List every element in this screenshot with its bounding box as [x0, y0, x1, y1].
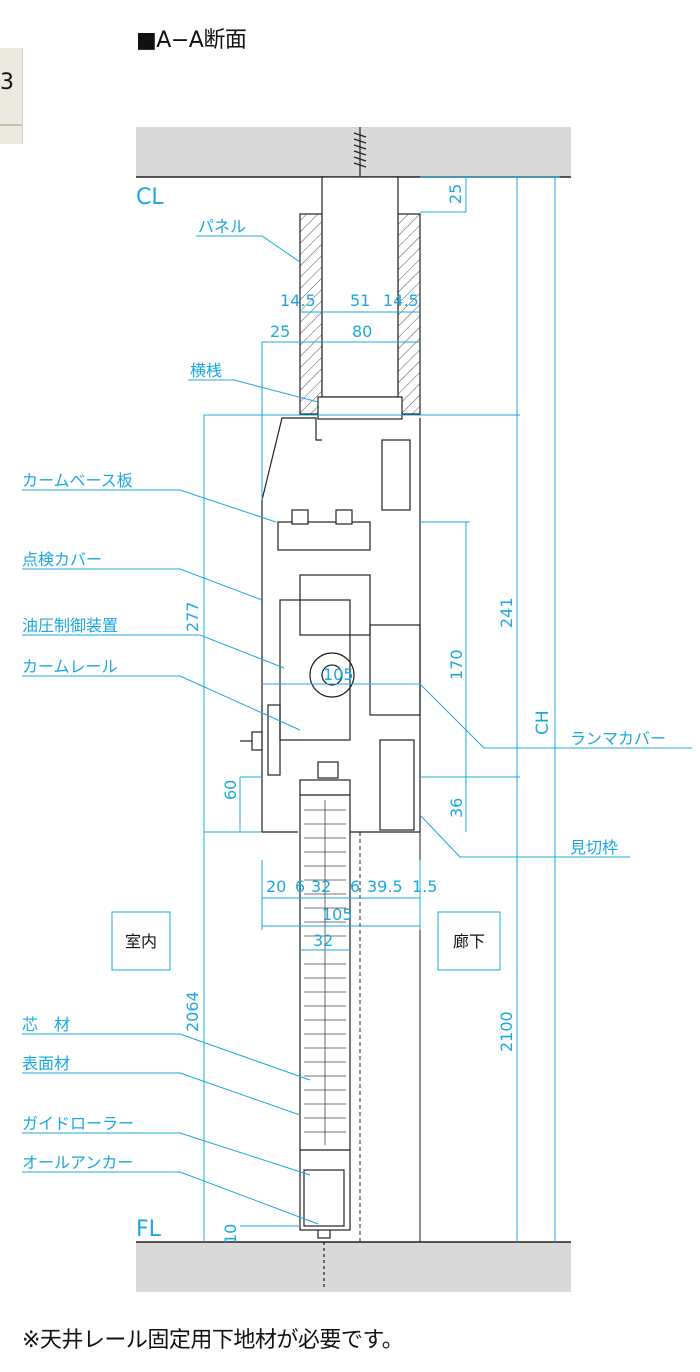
- floor-slab: [136, 1242, 571, 1292]
- ceiling-slab: [136, 127, 571, 177]
- dim-10: 10: [221, 1224, 240, 1244]
- sidebar-tab-line: [0, 124, 22, 126]
- dim-60: 60: [221, 780, 240, 800]
- dim-row-6b: 6: [350, 877, 360, 896]
- dim-25-mid: 25: [270, 322, 290, 341]
- dim-row-6a: 6: [295, 877, 305, 896]
- dim-row-32: 32: [311, 877, 331, 896]
- dim-170: 170: [447, 649, 466, 680]
- dim-32-low: 32: [313, 931, 333, 950]
- ceiling-level-label: CL: [136, 185, 164, 210]
- dim-row-1-5: 1.5: [412, 877, 437, 896]
- callout-panel: パネル: [198, 217, 246, 236]
- room-corridor-label: 廊下: [453, 932, 485, 951]
- dim-25-top: 25: [446, 184, 465, 204]
- door-leaf-core-grid: [304, 800, 346, 1145]
- callout-hydraulic-control: 油圧制御装置: [22, 616, 118, 635]
- callout-cam-base-plate: カームベース板: [22, 471, 133, 490]
- dim-51: 51: [350, 291, 370, 310]
- callout-transom-cover: ランマカバー: [570, 729, 666, 748]
- callout-inspection-cover: 点検カバー: [22, 550, 102, 569]
- callout-cam-rail: カームレール: [22, 657, 118, 676]
- ceiling-height-label: CH: [533, 710, 553, 735]
- callout-guide-roller: ガイドローラー: [22, 1114, 134, 1133]
- dim-2100: 2100: [497, 1011, 516, 1052]
- room-inside-label: 室内: [125, 932, 157, 951]
- panel-right: [397, 213, 421, 415]
- callout-crosspiece: 横桟: [190, 361, 222, 380]
- sidebar-tab: [0, 48, 23, 144]
- room-corridor-box: [437, 911, 501, 971]
- footer-note: ※天井レール固定用下地材が必要です。: [22, 1328, 404, 1353]
- callout-awl-anchor: オールアンカー: [22, 1153, 133, 1172]
- floor-level-label: FL: [136, 1217, 162, 1242]
- callout-surface-material: 表面材: [22, 1054, 70, 1073]
- leader-lines: [22, 235, 692, 1225]
- room-inside-box: [111, 911, 171, 971]
- callout-trim-frame: 見切枠: [570, 838, 618, 857]
- housing: [261, 417, 421, 833]
- dim-36: 36: [447, 798, 466, 818]
- dimension-lines: [203, 176, 560, 1242]
- dim-row-20: 20: [266, 877, 286, 896]
- dim-14-5-left: 14.5: [280, 291, 316, 310]
- callout-core-material: 芯 材: [22, 1015, 70, 1034]
- dim-80: 80: [352, 322, 372, 341]
- dim-277: 277: [183, 601, 202, 632]
- dim-241: 241: [497, 597, 516, 628]
- panel-left: [299, 213, 323, 415]
- ceiling-rail-block: [321, 176, 399, 398]
- dim-14-5-right: 14.5: [383, 291, 419, 310]
- dim-105-mid: 105: [323, 665, 354, 684]
- adjust-knob-icon: [240, 731, 263, 751]
- guide-roller-icon: [303, 1169, 345, 1290]
- crosspiece-block: [317, 396, 403, 420]
- dim-row-39-5: 39.5: [367, 877, 403, 896]
- dim-2064: 2064: [183, 991, 202, 1032]
- sidebar-tab-digit: 3: [0, 70, 14, 95]
- dim-105-low: 105: [322, 905, 353, 924]
- ceiling-screw-icon: [353, 127, 367, 180]
- section-heading: ■A−A断面: [136, 28, 247, 53]
